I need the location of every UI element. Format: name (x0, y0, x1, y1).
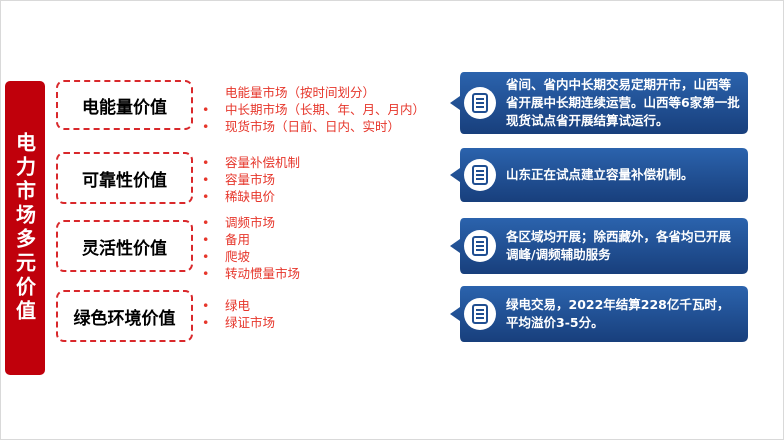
callout-shape (450, 148, 748, 202)
category-label: 电能量价值 (82, 97, 167, 118)
category-label: 可靠性价值 (82, 170, 167, 191)
document-icon (464, 159, 496, 191)
category-box-reliability: 可靠性价值 (56, 152, 193, 204)
callout-energy: 省间、省内中长期交易定期开市，山西等省开展中长期连续运营。山西等6家第一批现货试… (450, 72, 748, 134)
list-item: 爬坡 (200, 248, 300, 265)
item-list-reliability: 容量补偿机制 容量市场 稀缺电价 (200, 154, 300, 205)
category-label: 灵活性价值 (82, 238, 167, 259)
item-list-green: 绿电 绿证市场 (200, 297, 275, 331)
document-icon (464, 87, 496, 119)
document-icon (464, 230, 496, 262)
title-bar: 电力市场多元价值 (5, 81, 45, 375)
item-list-flexibility: 调频市场 备用 爬坡 转动惯量市场 (200, 214, 300, 282)
list-item: 绿电 (200, 297, 275, 314)
callout-shape (450, 286, 748, 342)
list-item: 调频市场 (200, 214, 300, 231)
item-list-energy: 电能量市场（按时间划分） 中长期市场（长期、年、月、月内） 现货市场（日前、日内… (200, 84, 425, 135)
list-item: 绿证市场 (200, 314, 275, 331)
list-item: 备用 (200, 231, 300, 248)
callout-flexibility: 各区域均开展；除西藏外，各省均已开展调峰/调频辅助服务 (450, 218, 748, 274)
callout-shape (450, 218, 748, 274)
category-box-energy: 电能量价值 (56, 80, 193, 130)
category-box-green: 绿色环境价值 (56, 290, 193, 342)
list-item: 容量补偿机制 (200, 154, 300, 171)
document-icon (464, 298, 496, 330)
callout-text: 省间、省内中长期交易定期开市，山西等省开展中长期连续运营。山西等6家第一批现货试… (506, 77, 740, 128)
list-item: 转动惯量市场 (200, 265, 300, 282)
category-box-flexibility: 灵活性价值 (56, 220, 193, 272)
callout-shape (450, 72, 748, 134)
callout-reliability: 山东正在试点建立容量补偿机制。 (450, 148, 748, 202)
list-item: 稀缺电价 (200, 188, 300, 205)
callout-green: 绿电交易，2022年结算228亿千瓦时，平均溢价3-5分。 (450, 286, 748, 342)
list-item: 中长期市场（长期、年、月、月内） (200, 101, 425, 118)
callout-text: 山东正在试点建立容量补偿机制。 (506, 167, 694, 182)
list-item: 电能量市场（按时间划分） (225, 85, 376, 100)
list-item: 容量市场 (200, 171, 300, 188)
category-label: 绿色环境价值 (73, 308, 176, 329)
list-item: 现货市场（日前、日内、实时） (200, 118, 425, 135)
callout-text: 各区域均开展；除西藏外，各省均已开展调峰/调频辅助服务 (506, 229, 732, 262)
callout-text: 绿电交易，2022年结算228亿千瓦时，平均溢价3-5分。 (506, 297, 730, 330)
slide-title: 电力市场多元价值 (12, 132, 37, 324)
